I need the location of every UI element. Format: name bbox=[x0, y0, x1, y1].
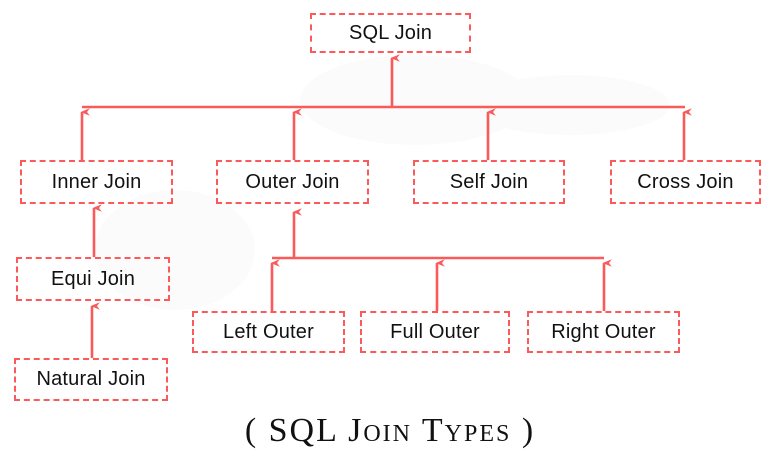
node-natural-join[interactable]: Natural Join bbox=[14, 358, 168, 401]
node-outer-join[interactable]: Outer Join bbox=[216, 160, 369, 204]
node-equi-join[interactable]: Equi Join bbox=[16, 257, 170, 301]
node-sql-join[interactable]: SQL Join bbox=[310, 13, 471, 53]
node-left-outer[interactable]: Left Outer bbox=[192, 311, 345, 353]
node-cross-join[interactable]: Cross Join bbox=[610, 160, 761, 204]
node-right-outer[interactable]: Right Outer bbox=[527, 311, 680, 353]
diagram-caption: ( SQL Join Types ) bbox=[244, 412, 536, 449]
node-self-join[interactable]: Self Join bbox=[413, 160, 565, 204]
node-full-outer[interactable]: Full Outer bbox=[360, 311, 510, 353]
node-inner-join[interactable]: Inner Join bbox=[20, 160, 173, 204]
